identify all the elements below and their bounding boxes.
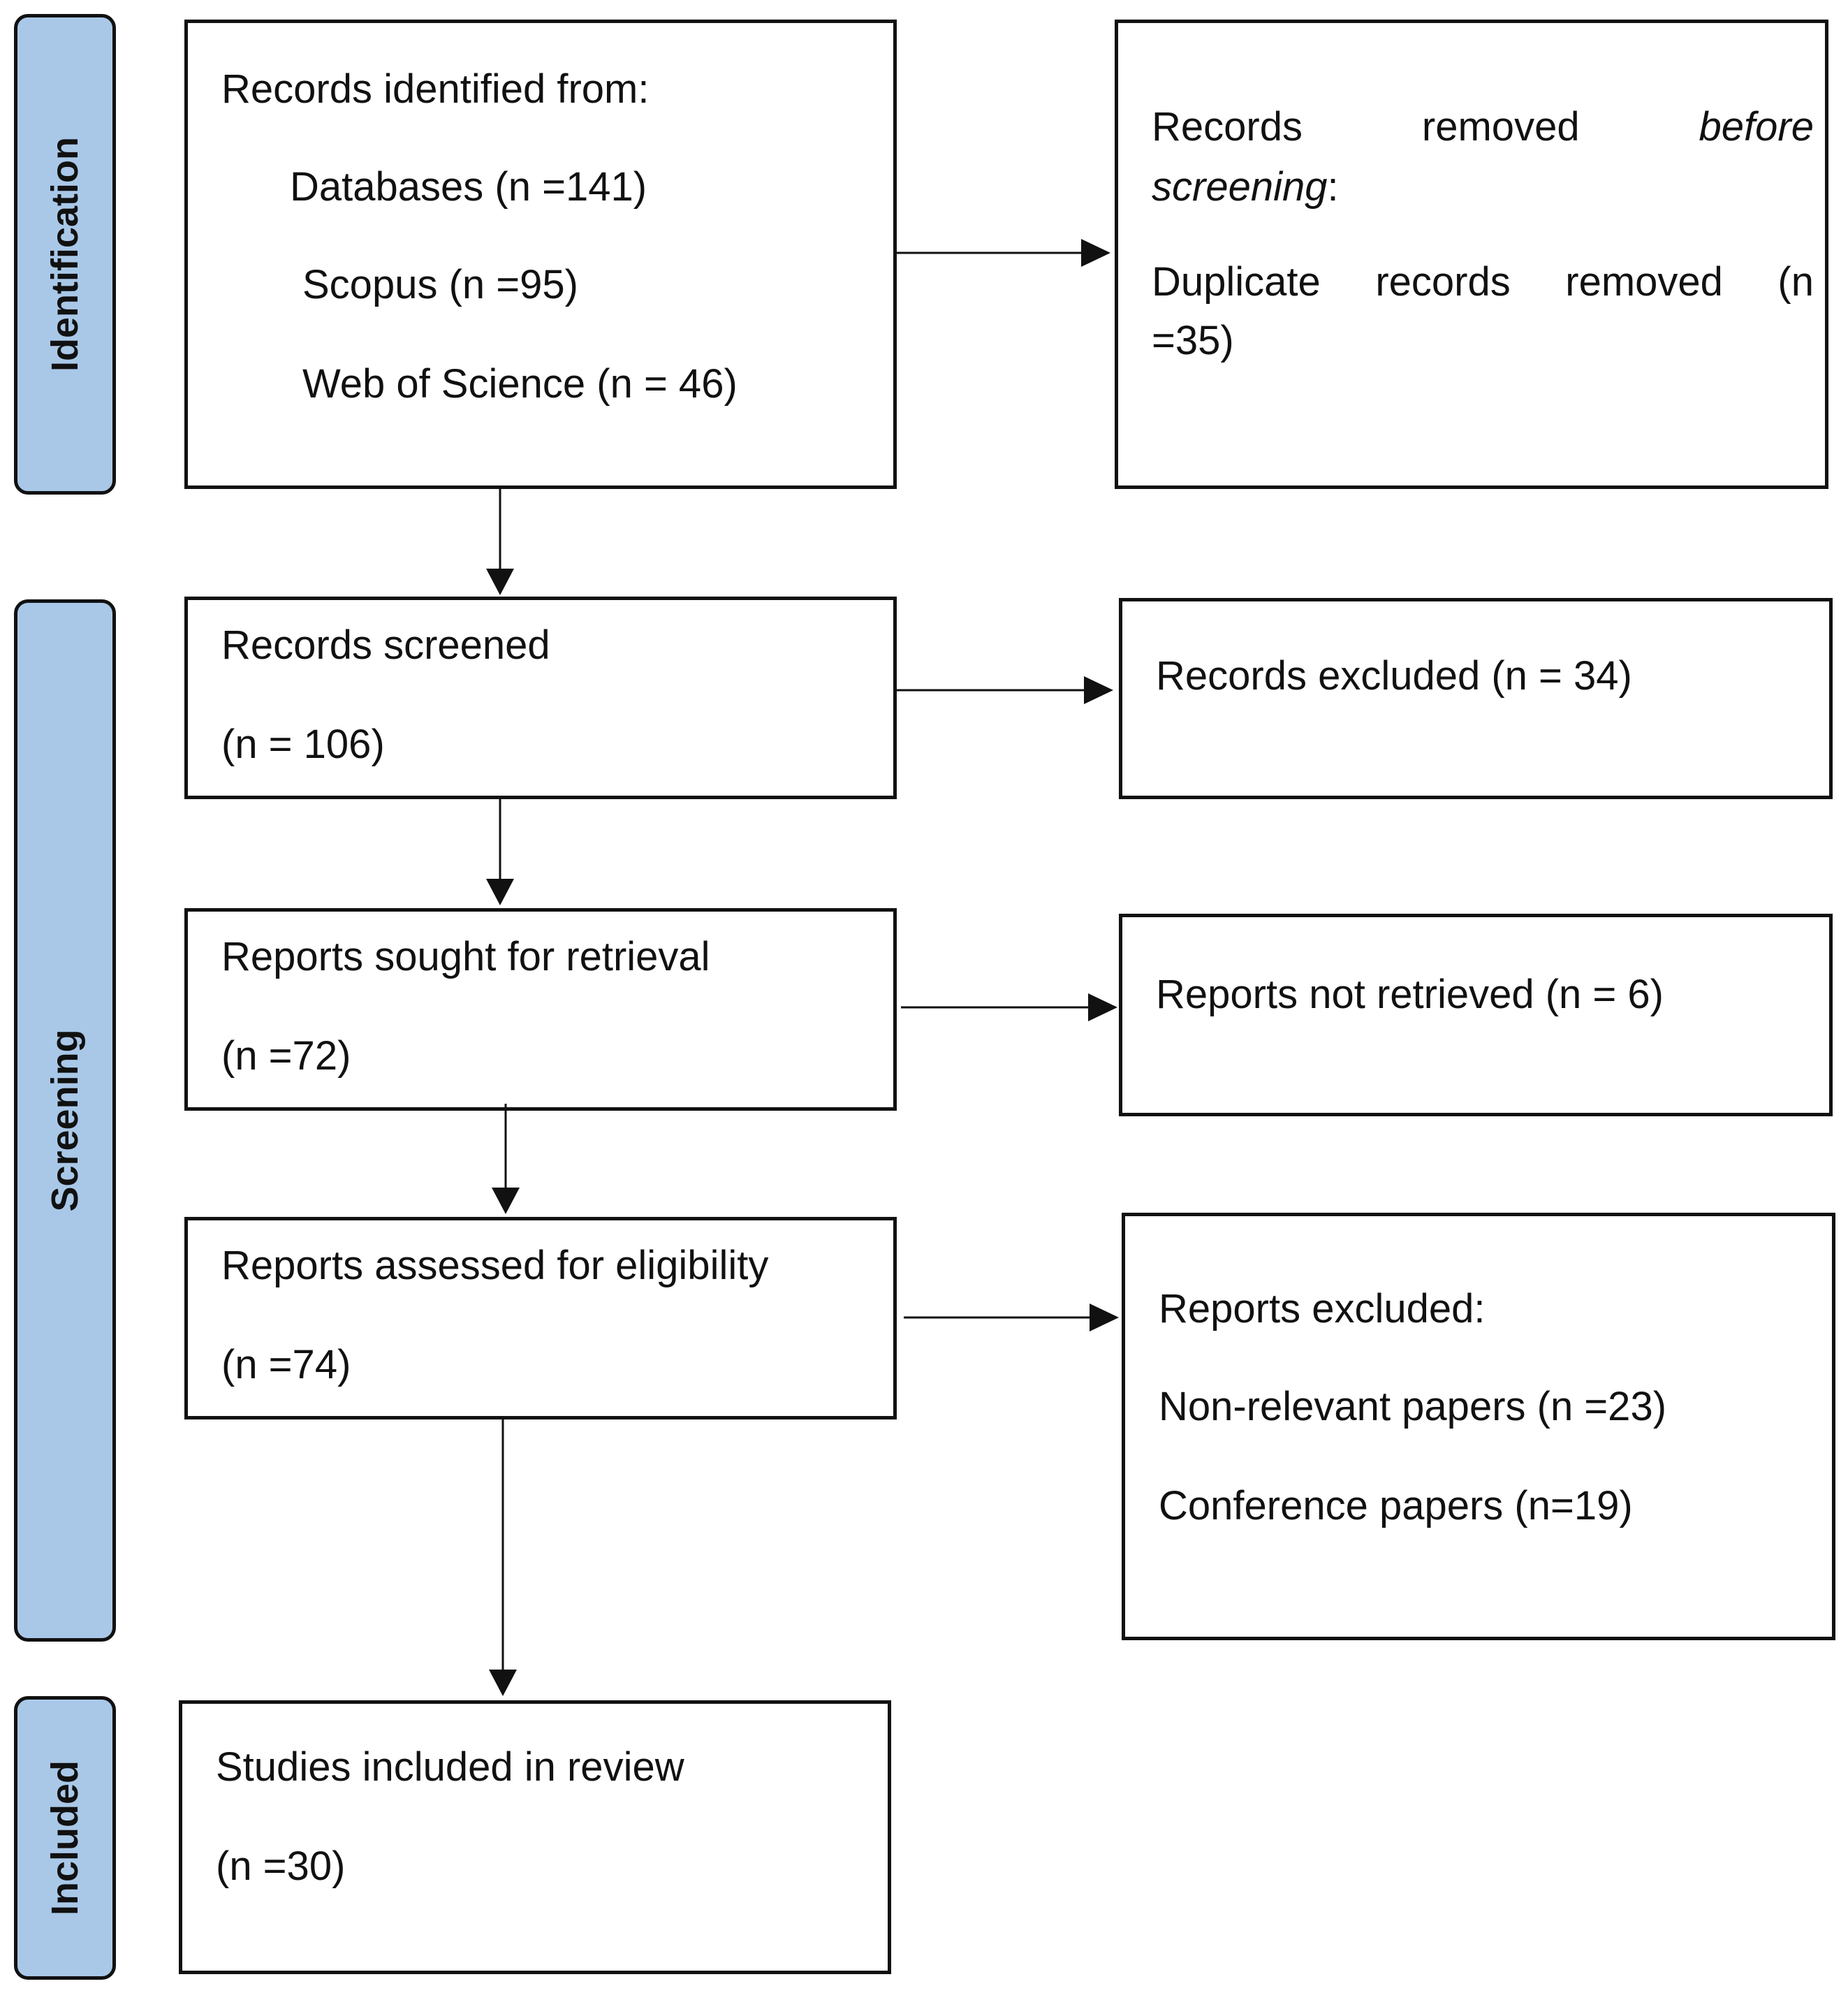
- records-identified-heading: Records identified from:: [221, 66, 650, 112]
- arrowhead-reports-assessed: [492, 1188, 520, 1214]
- stage-identification: Identification: [14, 14, 116, 495]
- records-removed-box: Records removed before screening: Duplic…: [1115, 20, 1828, 489]
- reports-not-retrieved-label: Reports not retrieved (n = 6): [1156, 972, 1664, 1017]
- databases-count: Databases (n =141): [290, 164, 647, 210]
- word-records-2: records: [1375, 259, 1511, 305]
- word-removed: removed: [1421, 104, 1580, 149]
- studies-included-label: Studies included in review: [216, 1744, 684, 1790]
- word-duplicate: Duplicate: [1152, 259, 1321, 305]
- reports-sought-label: Reports sought for retrieval: [221, 934, 710, 979]
- arrowhead-records-excluded: [1084, 676, 1113, 704]
- scopus-count: Scopus (n =95): [302, 262, 578, 307]
- duplicates-count: =35): [1152, 318, 1234, 363]
- word-records: Records: [1152, 104, 1303, 149]
- records-excluded-label: Records excluded (n = 34): [1156, 653, 1632, 699]
- stage-screening: Screening: [14, 599, 116, 1642]
- records-removed-line2: screening:: [1152, 163, 1339, 212]
- reports-sought-count: (n =72): [221, 1033, 351, 1079]
- reports-excluded-box: Reports excluded: Non-relevant papers (n…: [1122, 1213, 1835, 1640]
- word-n: (n: [1777, 259, 1814, 305]
- records-screened-label: Records screened: [221, 622, 550, 668]
- duplicates-line1: Duplicate records removed (n: [1152, 258, 1814, 307]
- reports-assessed-box: Reports assessed for eligibility (n =74): [184, 1217, 897, 1419]
- reports-not-retrieved-box: Reports not retrieved (n = 6): [1119, 914, 1833, 1116]
- arrowhead-records-screened: [486, 569, 514, 595]
- reports-excluded-heading: Reports excluded:: [1159, 1286, 1486, 1331]
- colon: :: [1327, 164, 1339, 210]
- studies-included-box: Studies included in review (n =30): [179, 1700, 891, 1974]
- word-screening: screening: [1152, 164, 1328, 210]
- records-screened-box: Records screened (n = 106): [184, 597, 897, 799]
- records-screened-count: (n = 106): [221, 722, 385, 767]
- reports-assessed-label: Reports assessed for eligibility: [221, 1243, 769, 1288]
- web-of-science-count: Web of Science (n = 46): [302, 361, 738, 407]
- reports-assessed-count: (n =74): [221, 1342, 351, 1387]
- conference-papers-count: Conference papers (n=19): [1159, 1483, 1633, 1528]
- reports-sought-box: Reports sought for retrieval (n =72): [184, 908, 897, 1111]
- arrowhead-records-removed: [1081, 239, 1110, 267]
- word-before: before: [1699, 104, 1814, 149]
- non-relevant-papers-count: Non-relevant papers (n =23): [1159, 1384, 1667, 1429]
- records-identified-box: Records identified from: Databases (n =1…: [184, 20, 897, 489]
- arrowhead-reports-not-retrieved: [1088, 993, 1117, 1021]
- arrowhead-studies-included: [489, 1670, 517, 1696]
- studies-included-count: (n =30): [216, 1844, 346, 1889]
- word-removed-2: removed: [1565, 259, 1723, 305]
- records-removed-line1: Records removed before: [1152, 103, 1814, 152]
- stage-included: Included: [14, 1696, 116, 1980]
- arrowhead-reports-sought: [486, 879, 514, 905]
- records-excluded-box: Records excluded (n = 34): [1119, 598, 1833, 799]
- arrowhead-reports-excluded: [1090, 1304, 1119, 1331]
